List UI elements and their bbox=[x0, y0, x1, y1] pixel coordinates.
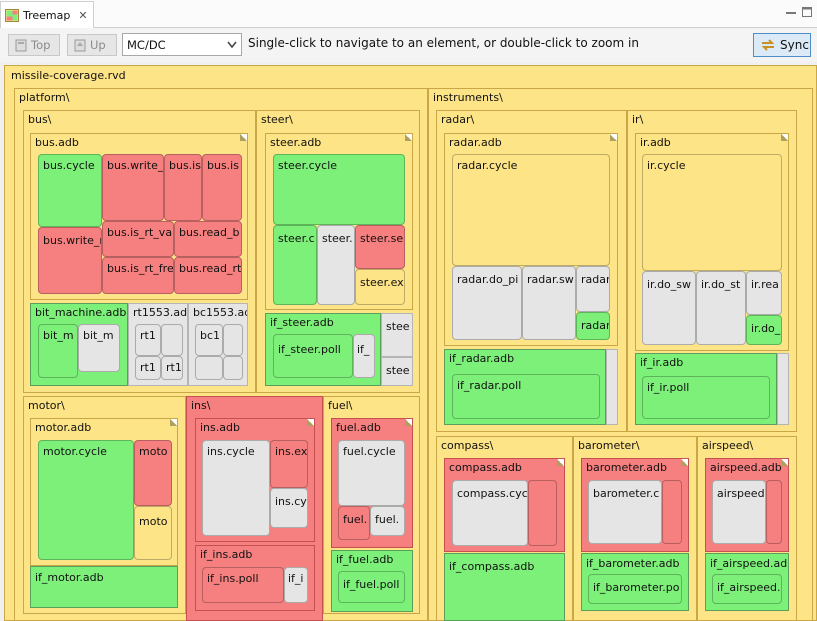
subprogram-ins-ex[interactable]: ins.ex bbox=[270, 440, 308, 488]
subprogram-bit-m-2[interactable]: bit_m bbox=[78, 324, 120, 372]
subprogram-steer-dot[interactable]: steer. bbox=[317, 225, 355, 305]
subprogram-if-airspeed-dot[interactable]: if_airspeed. bbox=[712, 574, 782, 604]
subprogram-ir-do[interactable]: ir.do_ bbox=[746, 315, 782, 345]
file-if-motor-adb[interactable]: if_motor.adb bbox=[30, 566, 178, 608]
subprogram-bus-write-r[interactable]: bus.write_r bbox=[38, 227, 102, 294]
subprogram-if-ins-poll[interactable]: if_ins.poll bbox=[202, 567, 284, 603]
subprogram-rt1-empty[interactable] bbox=[161, 324, 183, 356]
subprogram-if-radar-poll[interactable]: if_radar.poll bbox=[452, 374, 600, 419]
subprogram-radar-1[interactable]: radar bbox=[576, 266, 610, 312]
top-icon bbox=[14, 38, 28, 52]
subprogram-airspeed-dot[interactable]: airspeed. bbox=[712, 480, 766, 544]
subprogram-compass-cyc[interactable]: compass.cyc bbox=[452, 480, 528, 546]
subprogram-bit-m-1[interactable]: bit_m bbox=[38, 324, 78, 378]
subprogram-radar-sw[interactable]: radar.sw bbox=[522, 266, 576, 340]
subprogram-bc1-empty-3[interactable] bbox=[223, 356, 243, 380]
subprogram-compass-empty[interactable] bbox=[528, 480, 557, 546]
subprogram-ins-cycle[interactable]: ins.cycle bbox=[202, 440, 270, 536]
subprogram-bc1[interactable]: bc1 bbox=[195, 324, 223, 356]
subprogram-barometer-empty[interactable] bbox=[662, 480, 682, 544]
up-icon bbox=[73, 38, 87, 52]
subprogram-airspeed-empty[interactable] bbox=[766, 480, 782, 544]
subprogram-ir-rea[interactable]: ir.rea bbox=[746, 271, 782, 315]
subprogram-bus-write[interactable]: bus.write_ bbox=[102, 154, 164, 221]
top-button[interactable]: Top bbox=[8, 34, 60, 56]
sync-icon bbox=[760, 38, 776, 52]
subprogram-moto-2[interactable]: moto bbox=[134, 506, 172, 560]
subprogram-steer-ex[interactable]: steer.ex bbox=[355, 269, 405, 305]
subprogram-bus-is-rt-fre[interactable]: bus.is_rt_fre bbox=[102, 257, 174, 294]
subprogram-fuel-1[interactable]: fuel. bbox=[338, 506, 370, 540]
view-tab-bar: Treemap ✕ bbox=[0, 0, 817, 28]
up-button[interactable]: Up bbox=[67, 34, 117, 56]
subprogram-rt1-c[interactable]: rt1 bbox=[161, 356, 183, 380]
subprogram-rt1-b[interactable]: rt1 bbox=[135, 356, 161, 380]
subprogram-steer-c[interactable]: steer.c bbox=[273, 225, 317, 305]
subprogram-barometer-c[interactable]: barometer.c bbox=[588, 480, 662, 544]
subprogram-bc1-empty-2[interactable] bbox=[195, 356, 223, 380]
hint-text: Single-click to navigate to an element, … bbox=[248, 36, 639, 50]
file-ir-gray[interactable] bbox=[777, 353, 789, 425]
coverage-criterion-select[interactable]: MC/DC bbox=[122, 33, 242, 56]
subprogram-ins-cy[interactable]: ins.cy bbox=[270, 488, 308, 528]
subprogram-if-fuel-poll[interactable]: if_fuel.poll bbox=[338, 571, 405, 603]
file-stee-1[interactable]: stee bbox=[381, 313, 413, 357]
treemap-icon bbox=[5, 8, 19, 22]
file-if-compass-adb[interactable]: if_compass.adb bbox=[444, 553, 565, 621]
subprogram-bus-is-rt-vali[interactable]: bus.is_rt_vali bbox=[102, 221, 174, 257]
subprogram-bc1-empty-1[interactable] bbox=[223, 324, 243, 356]
subprogram-ir-do-sw[interactable]: ir.do_sw bbox=[642, 271, 696, 345]
close-icon[interactable]: ✕ bbox=[78, 8, 88, 22]
subprogram-if-i[interactable]: if_i bbox=[284, 567, 308, 603]
tab-treemap[interactable]: Treemap ✕ bbox=[0, 1, 94, 28]
subprogram-bus-is-2[interactable]: bus.is bbox=[202, 154, 242, 221]
subprogram-ir-cycle[interactable]: ir.cycle bbox=[642, 154, 782, 271]
subprogram-moto-1[interactable]: moto bbox=[134, 440, 172, 506]
subprogram-radar-do-pi[interactable]: radar.do_pi bbox=[452, 266, 522, 340]
subprogram-motor-cycle[interactable]: motor.cycle bbox=[38, 440, 134, 560]
tab-title: Treemap bbox=[23, 8, 71, 22]
subprogram-if-ir-poll[interactable]: if_ir.poll bbox=[642, 376, 770, 419]
minimize-icon[interactable] bbox=[785, 6, 797, 18]
file-radar-gray[interactable] bbox=[606, 349, 618, 425]
subprogram-fuel-2[interactable]: fuel. bbox=[370, 506, 405, 536]
subprogram-if-barometer-po[interactable]: if_barometer.po bbox=[588, 574, 682, 604]
chevron-down-icon bbox=[227, 41, 237, 49]
subprogram-ir-do-st[interactable]: ir.do_st bbox=[696, 271, 746, 345]
subprogram-fuel-cycle[interactable]: fuel.cycle bbox=[338, 440, 405, 506]
maximize-icon[interactable] bbox=[801, 6, 813, 18]
subprogram-radar-2[interactable]: radar bbox=[576, 312, 610, 340]
subprogram-rt1-a[interactable]: rt1 bbox=[135, 324, 161, 356]
subprogram-steer-se[interactable]: steer.se bbox=[355, 225, 405, 269]
subprogram-bus-is-1[interactable]: bus.is bbox=[164, 154, 202, 221]
subprogram-bus-read-b[interactable]: bus.read_b bbox=[174, 221, 242, 257]
subprogram-bus-cycle[interactable]: bus.cycle bbox=[38, 154, 102, 227]
subprogram-if-steer-poll[interactable]: if_steer.poll bbox=[273, 334, 353, 378]
subprogram-steer-cycle[interactable]: steer.cycle bbox=[273, 154, 405, 225]
subprogram-if[interactable]: if_ bbox=[353, 334, 375, 378]
sync-button[interactable]: Sync bbox=[753, 33, 811, 57]
subprogram-radar-cycle[interactable]: radar.cycle bbox=[452, 154, 610, 266]
subprogram-bus-read-rt[interactable]: bus.read_rt bbox=[174, 257, 242, 294]
file-stee-2[interactable]: stee bbox=[381, 357, 413, 386]
